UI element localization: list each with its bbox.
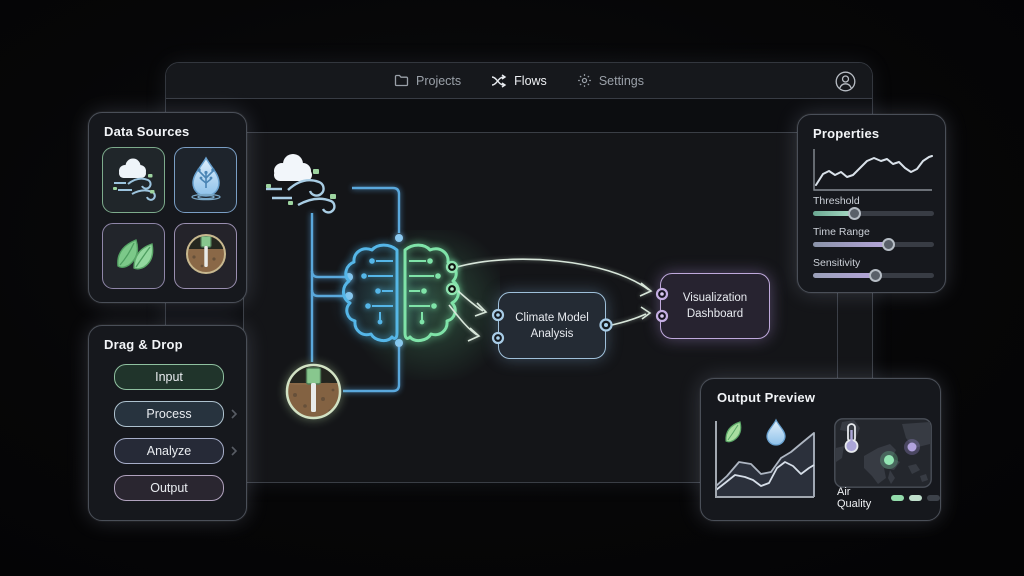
panel-connector-line bbox=[837, 293, 838, 378]
tile-water-drop[interactable] bbox=[174, 147, 237, 213]
drag-drop-panel: Drag & Drop Input Process Analyze Output bbox=[88, 325, 247, 521]
gear-icon bbox=[577, 73, 592, 88]
water-drop-icon bbox=[182, 154, 230, 207]
air-quality-level-3 bbox=[927, 495, 941, 501]
preview-chart bbox=[715, 418, 815, 498]
leaf-icon bbox=[725, 421, 742, 443]
folder-icon bbox=[394, 74, 409, 87]
panel-title: Drag & Drop bbox=[104, 337, 183, 352]
map-marker-green bbox=[880, 451, 898, 469]
air-quality-level-1 bbox=[891, 495, 905, 501]
slider-label-threshold: Threshold bbox=[813, 195, 860, 207]
tile-wind-cloud[interactable] bbox=[102, 147, 165, 213]
slider-handle[interactable] bbox=[869, 269, 883, 282]
nav-item-label: Flows bbox=[514, 73, 547, 88]
time-range-slider[interactable] bbox=[813, 238, 934, 251]
soil-sensor-icon bbox=[182, 230, 230, 283]
drag-item-label: Output bbox=[150, 481, 188, 495]
nav-item-projects[interactable]: Projects bbox=[394, 74, 461, 88]
node-label-line1: Visualization bbox=[682, 292, 748, 304]
drag-item-process[interactable]: Process bbox=[114, 401, 224, 427]
node-label-line2: Analysis bbox=[530, 327, 574, 340]
slider-label-time-range: Time Range bbox=[813, 226, 870, 238]
navbar: Projects Flows Settings bbox=[166, 63, 872, 99]
slider-handle[interactable] bbox=[847, 207, 861, 220]
properties-panel: Properties Threshold Time Range Sensitiv… bbox=[797, 114, 946, 293]
air-quality-indicator: Air Quality bbox=[837, 486, 941, 510]
drag-item-input[interactable]: Input bbox=[114, 364, 224, 390]
panel-title: Properties bbox=[813, 126, 880, 141]
slider-fill bbox=[813, 211, 855, 216]
tile-leaves[interactable] bbox=[102, 223, 165, 289]
panel-title: Output Preview bbox=[717, 390, 816, 405]
drag-item-analyze[interactable]: Analyze bbox=[114, 438, 224, 464]
properties-sparkline-chart bbox=[813, 149, 933, 191]
slider-handle[interactable] bbox=[881, 238, 895, 251]
air-quality-label: Air Quality bbox=[837, 486, 872, 510]
water-drop-icon bbox=[766, 418, 786, 446]
chevron-right-icon bbox=[229, 409, 239, 419]
node-visualization-dashboard[interactable]: Visualization Dashboard bbox=[660, 273, 770, 339]
drag-item-label: Input bbox=[155, 370, 183, 384]
nav-item-flows[interactable]: Flows bbox=[491, 74, 547, 88]
slider-fill bbox=[813, 242, 889, 247]
air-quality-level-2 bbox=[909, 495, 923, 501]
chevron-right-icon bbox=[229, 446, 239, 456]
tile-soil-sensor[interactable] bbox=[174, 223, 237, 289]
drag-item-label: Process bbox=[146, 407, 192, 421]
flow-icon bbox=[491, 73, 507, 88]
nav-item-settings[interactable]: Settings bbox=[577, 73, 644, 88]
nav-item-label: Settings bbox=[598, 73, 644, 88]
leaves-icon bbox=[110, 230, 158, 283]
threshold-slider[interactable] bbox=[813, 207, 934, 220]
thermometer-icon bbox=[844, 423, 859, 453]
panel-title: Data Sources bbox=[104, 124, 190, 139]
brain-glow-blue bbox=[330, 238, 440, 358]
data-source-tiles bbox=[102, 147, 237, 289]
slider-fill bbox=[813, 273, 876, 278]
wind-cloud-icon bbox=[110, 154, 158, 207]
output-preview-panel: Output Preview bbox=[700, 378, 941, 521]
node-climate-model-analysis[interactable]: Climate Model Analysis bbox=[498, 292, 606, 359]
data-sources-panel: Data Sources bbox=[88, 112, 247, 303]
map-marker-purple bbox=[904, 439, 920, 455]
slider-label-sensitivity: Sensitivity bbox=[813, 257, 861, 269]
sensitivity-slider[interactable] bbox=[813, 269, 934, 282]
drag-item-output[interactable]: Output bbox=[114, 475, 224, 501]
preview-map bbox=[834, 418, 932, 488]
nav-item-label: Projects bbox=[416, 73, 462, 88]
drag-item-label: Analyze bbox=[146, 444, 192, 458]
node-label-line2: Dashboard bbox=[686, 308, 744, 320]
node-label-line1: Climate Model bbox=[515, 311, 589, 324]
user-avatar[interactable] bbox=[835, 71, 856, 92]
